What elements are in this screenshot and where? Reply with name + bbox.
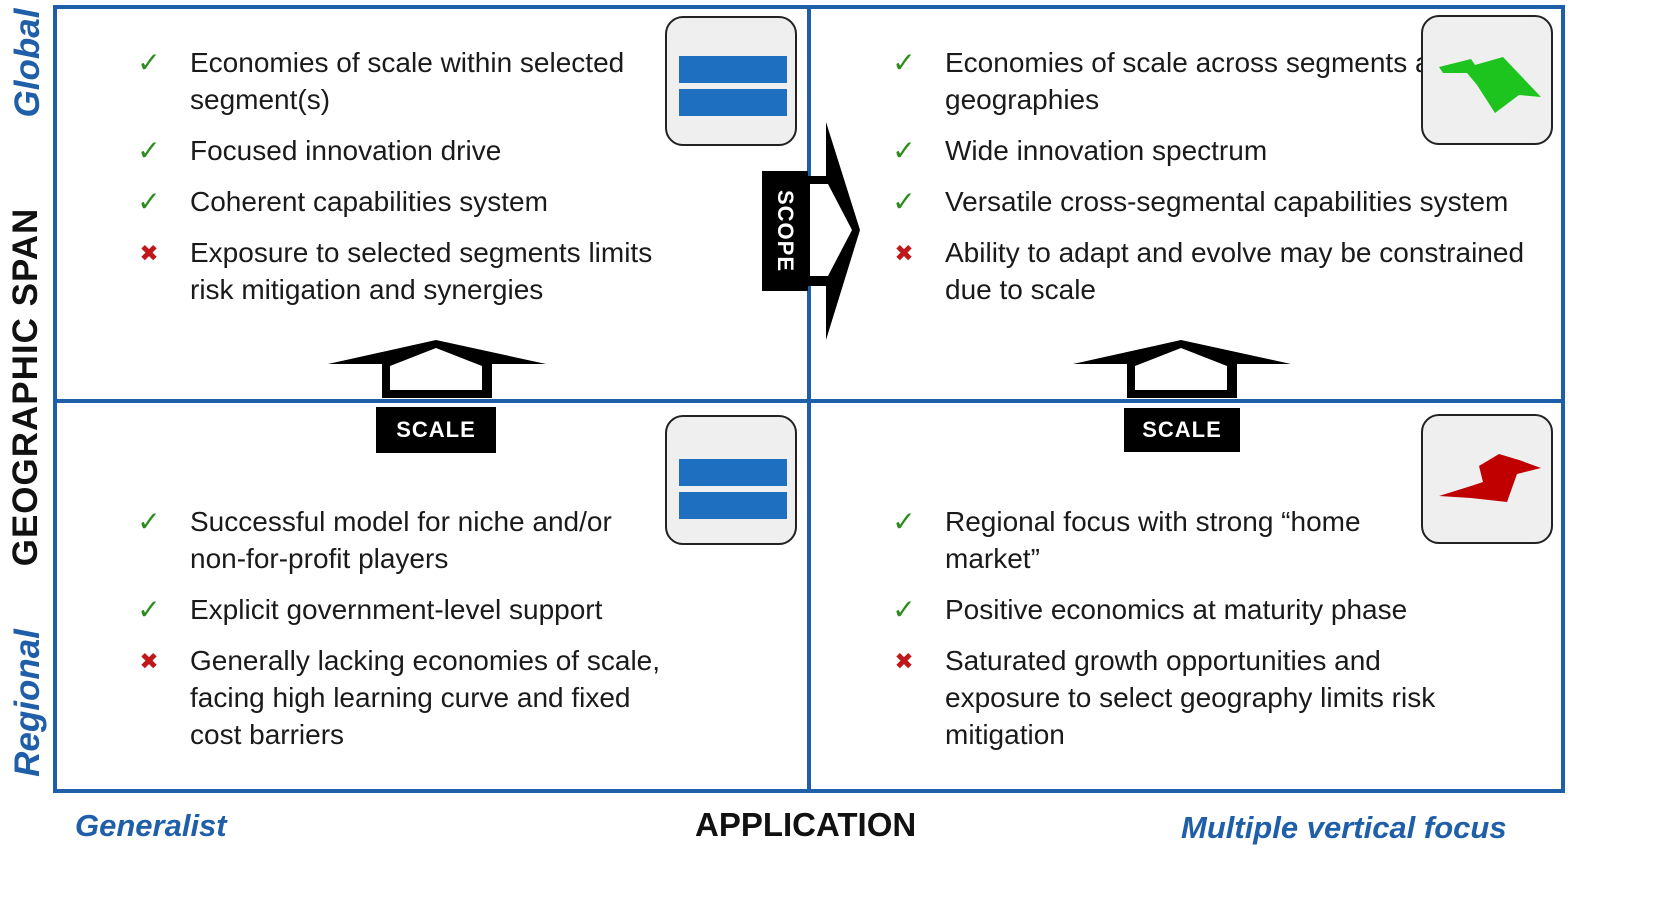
checkmark-icon: ✓ <box>137 47 161 78</box>
checkmark-icon: ✓ <box>137 186 161 217</box>
cross-icon: ✖ <box>894 648 914 674</box>
cross-icon: ✖ <box>894 240 914 266</box>
y-axis-top-label: Global <box>8 8 47 118</box>
checkmark-icon: ✓ <box>137 594 161 625</box>
item-text: Successful model for niche and/or non-fo… <box>190 506 612 574</box>
top-left-list: ✓ Economies of scale within selected segm… <box>135 44 665 322</box>
item-text: Positive economics at maturity phase <box>945 594 1408 625</box>
con-item: ✖ Ability to adapt and evolve may be cons… <box>890 234 1560 308</box>
item-text: Wide innovation spectrum <box>945 135 1268 166</box>
scope-label-text: SCOPE <box>773 189 798 273</box>
pro-item: ✓ Positive economics at maturity phase <box>890 591 1450 628</box>
cross-icon: ✖ <box>139 648 159 674</box>
scale-arrow-right <box>1073 340 1291 398</box>
scale-arrow-left <box>328 340 546 398</box>
checkmark-icon: ✓ <box>892 186 916 217</box>
checkmark-icon: ✓ <box>892 135 916 166</box>
trend-up-arrow-icon <box>1421 15 1553 145</box>
checkmark-icon: ✓ <box>892 594 916 625</box>
item-text: Ability to adapt and evolve may be const… <box>945 237 1525 305</box>
pro-item: ✓ Coherent capabilities system <box>135 183 665 220</box>
y-axis-bottom-label: Regional <box>8 629 47 777</box>
pro-item: ✓ Wide innovation spectrum <box>890 132 1560 169</box>
item-text: Exposure to selected segments limits ris… <box>190 237 653 305</box>
scope-arrow <box>802 122 860 340</box>
x-axis-right-label: Multiple vertical focus <box>1181 810 1507 845</box>
pro-item: ✓ Explicit government-level support <box>135 591 665 628</box>
pro-item: ✓ Economies of scale within selected segm… <box>135 44 665 118</box>
pro-item: ✓ Economies of scale across segments and … <box>890 44 1560 118</box>
pro-item: ✓ Versatile cross-segmental capabilities … <box>890 183 1560 220</box>
con-item: ✖ Generally lacking economies of scale, f… <box>135 642 665 753</box>
scale-label-left-text: SCALE <box>396 417 476 442</box>
pro-item: ✓ Regional focus with strong “home market… <box>890 503 1450 577</box>
item-text: Saturated growth opportunities and expos… <box>945 645 1436 750</box>
bottom-left-list: ✓ Successful model for niche and/or non-f… <box>135 503 665 767</box>
scale-label-left: SCALE <box>376 407 496 453</box>
quadrant-bottom-right <box>807 399 1565 793</box>
checkmark-icon: ✓ <box>137 135 161 166</box>
y-axis-title: GEOGRAPHIC SPAN <box>6 207 45 567</box>
scale-label-right-text: SCALE <box>1142 417 1222 442</box>
scale-label-right: SCALE <box>1124 408 1240 452</box>
item-text: Focused innovation drive <box>190 135 502 166</box>
trend-down-arrow-icon <box>1421 414 1553 544</box>
pro-item: ✓ Successful model for niche and/or non-f… <box>135 503 665 577</box>
top-right-list: ✓ Economies of scale across segments and … <box>890 44 1560 322</box>
pro-item: ✓ Focused innovation drive <box>135 132 665 169</box>
item-text: Explicit government-level support <box>190 594 603 625</box>
item-text: Versatile cross-segmental capabilities s… <box>945 186 1509 217</box>
checkmark-icon: ✓ <box>892 47 916 78</box>
item-text: Economies of scale across segments and g… <box>945 47 1462 115</box>
cross-icon: ✖ <box>139 240 159 266</box>
item-text: Regional focus with strong “home market” <box>945 506 1361 574</box>
checkmark-icon: ✓ <box>137 506 161 537</box>
item-text: Economies of scale within selected segme… <box>190 47 625 115</box>
scope-label: SCOPE <box>762 171 808 291</box>
con-item: ✖ Exposure to selected segments limits ri… <box>135 234 665 308</box>
item-text: Generally lacking economies of scale, fa… <box>190 645 661 750</box>
bottom-right-list: ✓ Regional focus with strong “home market… <box>890 503 1450 767</box>
con-item: ✖ Saturated growth opportunities and expo… <box>890 642 1450 753</box>
equals-icon <box>665 16 797 146</box>
x-axis-left-label: Generalist <box>75 808 227 843</box>
equals-icon <box>665 415 797 545</box>
item-text: Coherent capabilities system <box>190 186 548 217</box>
checkmark-icon: ✓ <box>892 506 916 537</box>
x-axis-title: APPLICATION <box>695 806 917 843</box>
